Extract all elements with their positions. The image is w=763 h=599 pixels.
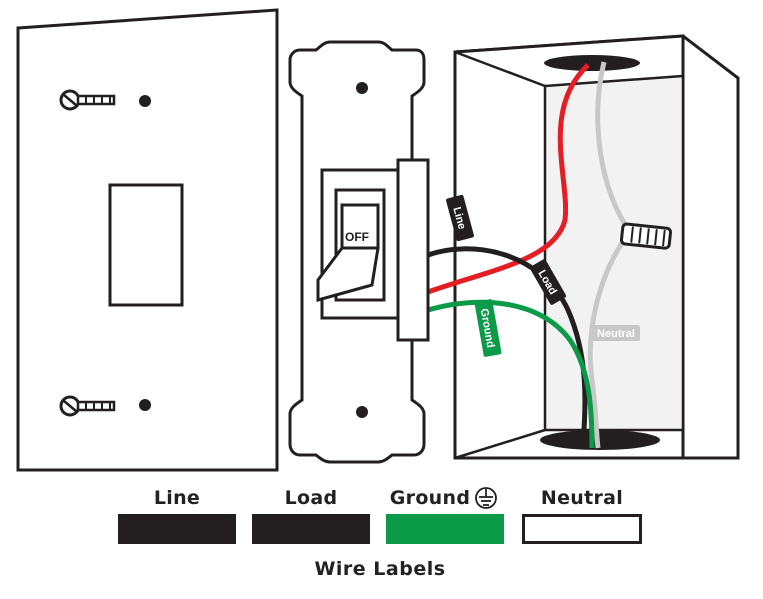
top-knockout-hole: [544, 55, 640, 71]
neutral-wire: [587, 61, 634, 449]
neutral-tag-text: Neutral: [597, 328, 635, 340]
legend-label-line: Line: [153, 487, 201, 509]
legend-swatch-neutral: [522, 514, 642, 544]
switch-off-label: OFF: [345, 230, 369, 244]
top-screw-hole: [139, 95, 151, 107]
toggle-opening: [108, 183, 184, 307]
ground-tag: Ground: [474, 299, 502, 357]
ground-wire-green: [427, 299, 595, 449]
wire-nut-icon: [619, 222, 673, 250]
legend-label-ground: Ground: [389, 487, 471, 509]
yoke-top-hole: [356, 82, 368, 94]
line-wire-black: [427, 246, 588, 449]
electrical-box: [453, 34, 740, 460]
bottom-knockout-hole: [540, 430, 660, 450]
legend-title: Wire Labels: [314, 558, 446, 580]
legend-label-load: Load: [284, 487, 338, 509]
wires: [427, 61, 673, 449]
legend-swatch-load: [252, 514, 370, 544]
line-tag-text: Line: [450, 206, 467, 231]
switch-lever: [316, 246, 380, 302]
legend-label-neutral: Neutral: [540, 487, 624, 509]
neutral-tag: Neutral: [592, 325, 640, 341]
wall-plate: [16, 8, 279, 472]
toggle-switch: OFF: [288, 40, 430, 464]
line-tag: Line: [446, 194, 474, 242]
legend-swatch-line: [118, 514, 236, 544]
yoke-bottom-hole: [356, 406, 368, 418]
hot-wire-red: [427, 63, 590, 295]
bottom-screw-icon: [59, 395, 116, 417]
top-screw-icon: [59, 89, 116, 111]
bottom-screw-hole: [139, 399, 151, 411]
ground-symbol-icon: [475, 487, 497, 509]
legend-swatch-ground: [386, 514, 504, 544]
switch-side: [396, 158, 430, 342]
